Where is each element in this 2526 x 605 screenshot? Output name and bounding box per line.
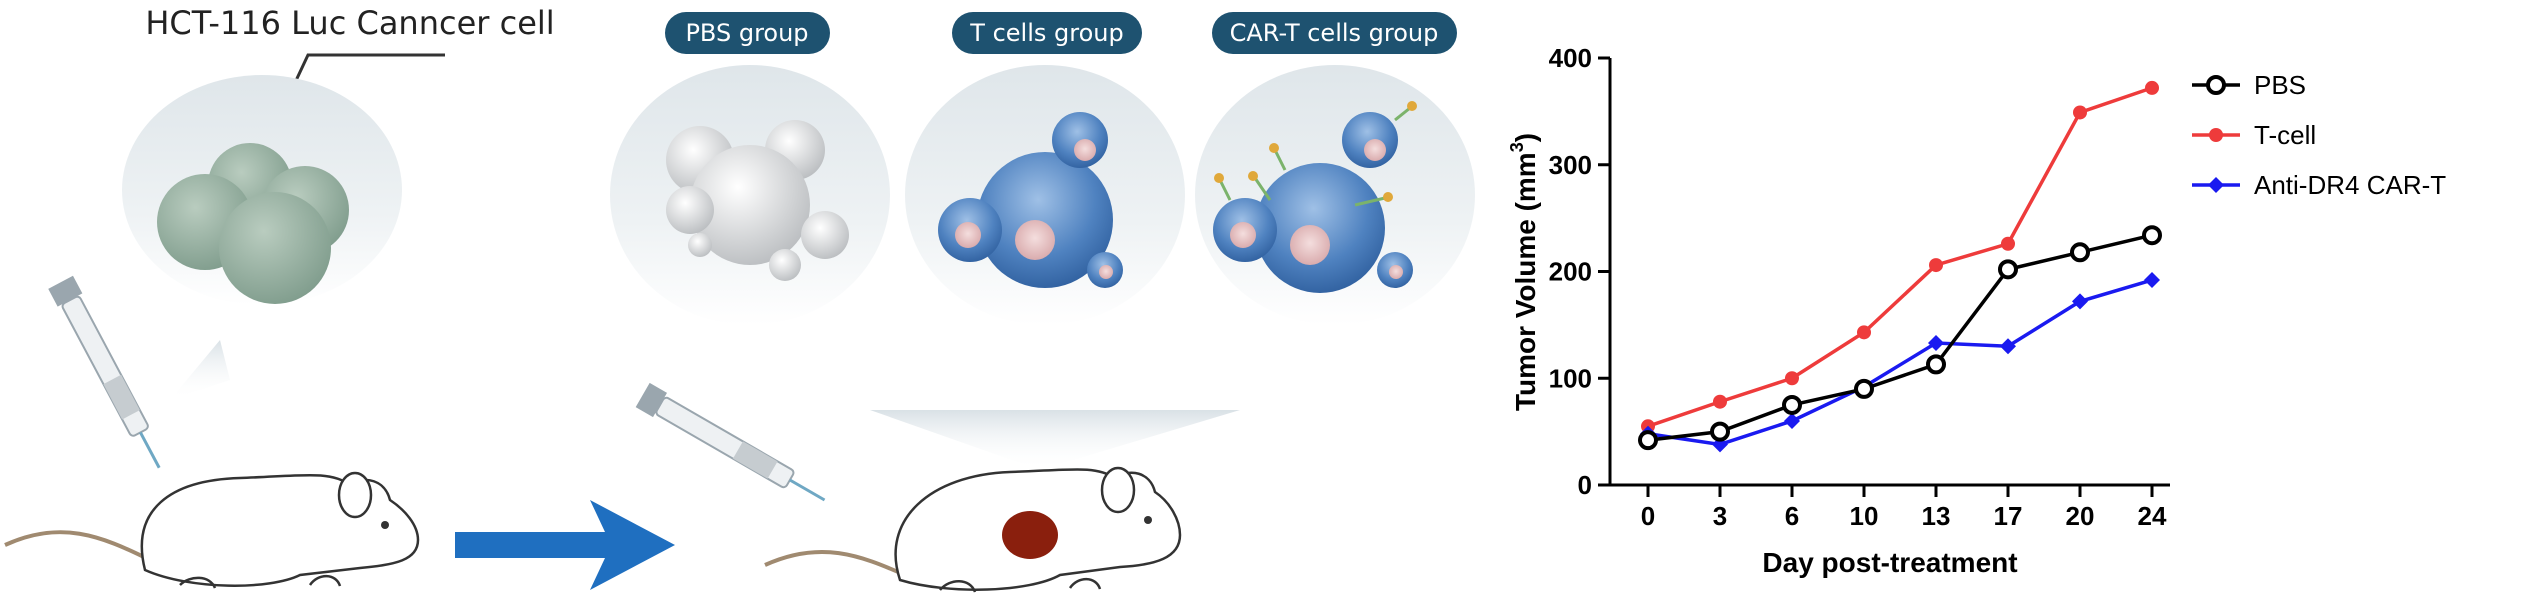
data-point-pbs: [1854, 378, 1874, 399]
x-axis-label: Day post-treatment: [1762, 547, 2017, 578]
y-tick-label: 300: [1549, 150, 1592, 180]
x-tick-label: 20: [2066, 501, 2095, 531]
data-point-pbs: [2142, 225, 2162, 246]
tumor-volume-chart: 0 100 200 300 400 0 3 6 10 13 17 20 24 Day post-tre…: [1507, 43, 2446, 578]
data-point-anti-dr4-car-t: [2072, 293, 2088, 310]
data-point-t-cell: [2001, 236, 2015, 251]
y-tick-label: 400: [1549, 43, 1592, 73]
legend-marker-t-cell: [2209, 128, 2223, 142]
cancer-cell-bubble: [122, 75, 402, 400]
data-point-t-cell: [1785, 371, 1799, 386]
legend-label-anti-dr4-car-t: Anti-DR4 CAR-T: [2254, 170, 2446, 200]
data-point-anti-dr4-car-t: [1784, 412, 1800, 429]
data-point-pbs: [2070, 242, 2090, 263]
x-tick-label: 17: [1994, 501, 2023, 531]
series-line-pbs: [1647, 233, 2153, 442]
cell-label: HCT-116 Luc Canncer cell: [145, 4, 554, 42]
x-tick-label: 13: [1922, 501, 1951, 531]
y-tick-label: 0: [1578, 470, 1592, 500]
group-label-pbs: PBS group: [685, 19, 808, 47]
data-point-anti-dr4-car-t: [2144, 272, 2160, 289]
group-label-cart: CAR-T cells group: [1230, 19, 1439, 47]
group-pill-pbs: PBS group: [665, 12, 830, 54]
data-point-pbs: [1638, 430, 1658, 451]
y-tick-label: 100: [1549, 363, 1592, 393]
series-line-t-cell: [1647, 86, 2153, 428]
data-point-pbs: [1710, 421, 1730, 442]
syringe-icon: [635, 382, 826, 502]
data-point-anti-dr4-car-t: [1928, 335, 1944, 352]
mouse-icon: [764, 466, 1182, 593]
data-point-anti-dr4-car-t: [2000, 338, 2016, 355]
legend-marker-anti-dr4-car-t: [2208, 177, 2224, 193]
tcells-icon: [938, 112, 1123, 288]
group-pill-cart: CAR-T cells group: [1212, 12, 1457, 54]
x-tick-label: 0: [1641, 501, 1655, 531]
data-point-t-cell: [1857, 325, 1871, 340]
data-point-pbs: [1926, 354, 1946, 375]
tumor-icon: [1002, 511, 1058, 559]
left-panel: HCT-116 Luc Canncer cell: [4, 4, 555, 589]
data-point-t-cell: [2073, 105, 2087, 120]
legend-marker-pbs: [2206, 75, 2226, 95]
arrow-icon: [455, 500, 675, 590]
middle-panel: PBS group T cells group CAR-T cells grou…: [610, 12, 1475, 593]
y-axis-label: Tumor Volume (mm3): [1507, 133, 1541, 411]
data-point-t-cell: [1929, 258, 1943, 273]
syringe-icon: [48, 275, 161, 469]
y-tick-label: 200: [1549, 257, 1592, 287]
cancer-cell-cluster-icon: [157, 143, 349, 304]
x-tick-label: 6: [1785, 501, 1799, 531]
data-point-t-cell: [1713, 394, 1727, 409]
x-tick-label: 24: [2138, 501, 2167, 531]
cart-cells-icon: [1213, 101, 1417, 293]
pbs-cells-icon: [666, 120, 849, 281]
series-line-anti-dr4-car-t: [1647, 278, 2153, 447]
group-pill-tcells: T cells group: [952, 12, 1142, 54]
data-point-t-cell: [2145, 80, 2159, 95]
mouse-icon: [4, 471, 420, 589]
data-point-pbs: [1998, 259, 2018, 280]
x-tick-label: 3: [1713, 501, 1727, 531]
legend-label-pbs: PBS: [2254, 70, 2306, 100]
group-label-tcells: T cells group: [969, 19, 1123, 47]
data-point-pbs: [1782, 394, 1802, 415]
legend-label-t-cell: T-cell: [2254, 120, 2316, 150]
x-tick-label: 10: [1850, 501, 1879, 531]
injection-cone: [870, 410, 1240, 470]
